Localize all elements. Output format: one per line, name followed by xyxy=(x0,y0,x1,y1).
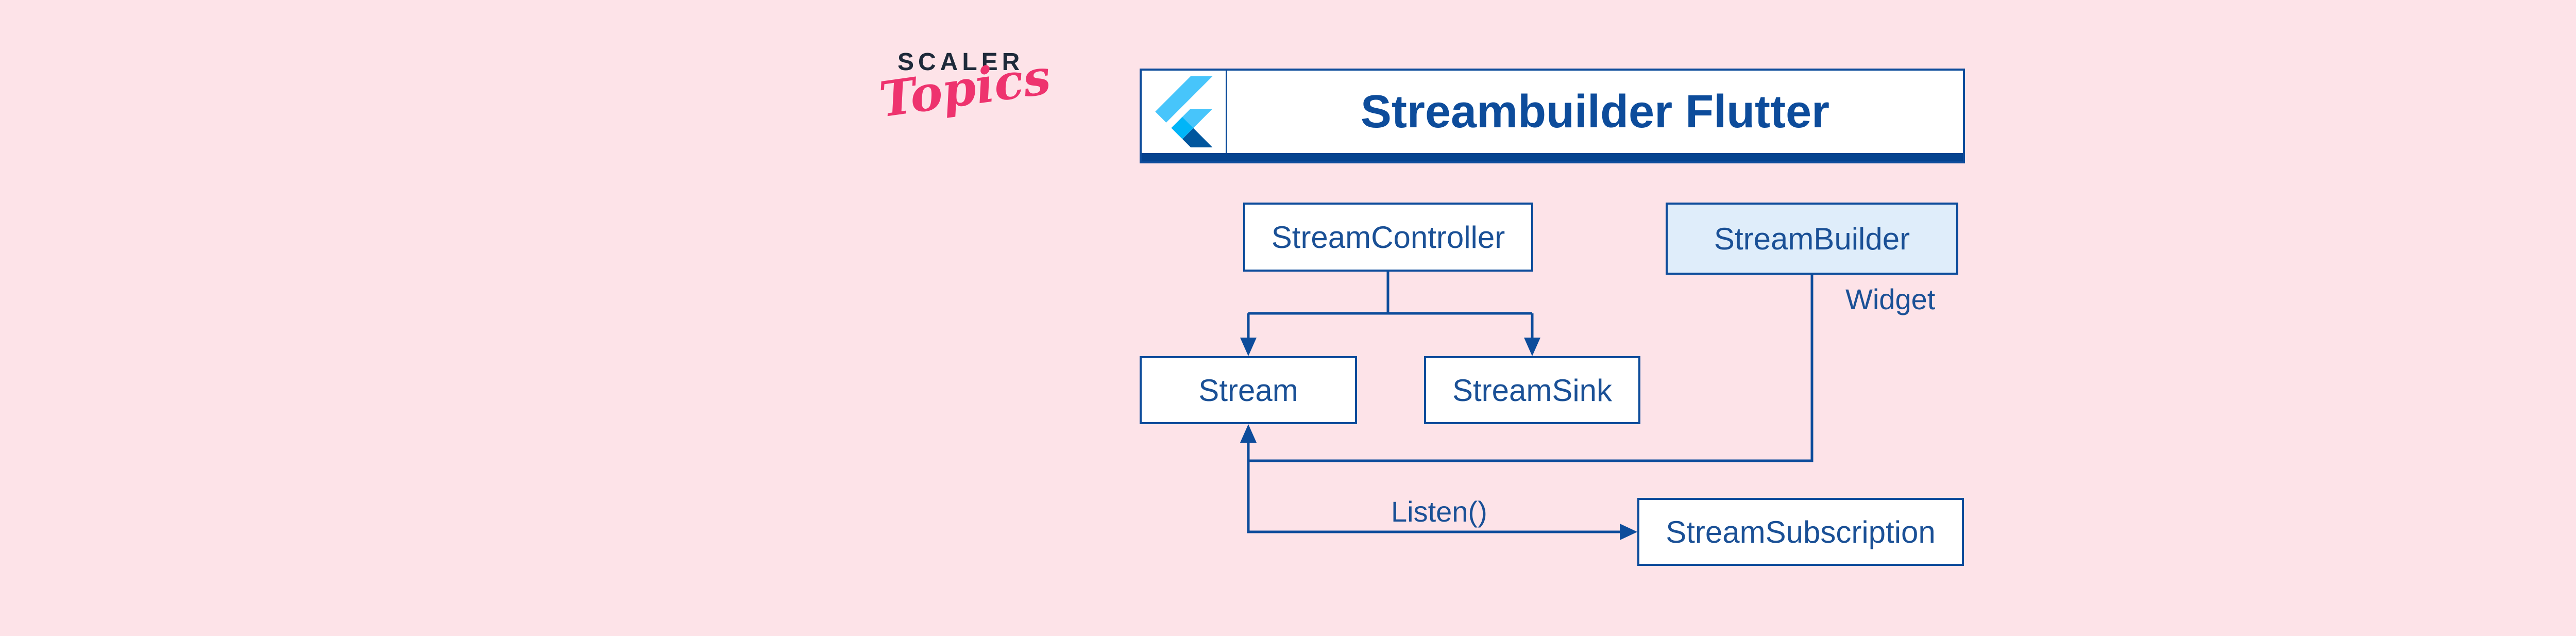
title-cell: Streambuilder Flutter xyxy=(1227,71,1963,153)
controller-branch-line xyxy=(1247,272,1534,341)
node-label: StreamBuilder xyxy=(1714,221,1910,256)
node-stream-subscription: StreamSubscription xyxy=(1637,498,1964,566)
node-label: StreamController xyxy=(1271,220,1505,255)
node-stream: Stream xyxy=(1140,356,1357,424)
title-banner-row: Streambuilder Flutter xyxy=(1142,71,1963,153)
node-stream-builder: StreamBuilder xyxy=(1666,203,1958,275)
node-label: StreamSubscription xyxy=(1666,514,1936,549)
title-banner: Streambuilder Flutter xyxy=(1140,69,1965,163)
widget-annotation: Widget xyxy=(1845,283,1936,315)
page-title: Streambuilder Flutter xyxy=(1360,86,1830,138)
arrowhead-right-subscription-icon xyxy=(1620,524,1637,540)
title-banner-underline xyxy=(1142,153,1963,161)
node-label: StreamSink xyxy=(1452,373,1613,408)
scaler-wordmark: SCALER xyxy=(897,48,1024,76)
node-stream-sink: StreamSink xyxy=(1424,356,1640,424)
listen-annotation: Listen() xyxy=(1391,495,1487,528)
builder-listen-line xyxy=(1247,275,1814,533)
flutter-logo-cell xyxy=(1142,71,1227,153)
flutter-logo-icon xyxy=(1155,76,1212,147)
node-stream-controller: StreamController xyxy=(1243,203,1533,272)
arrowhead-up-stream-icon xyxy=(1240,424,1257,443)
node-label: Stream xyxy=(1198,373,1298,408)
arrowhead-down-stream-icon xyxy=(1240,338,1257,356)
arrowhead-down-streamsink-icon xyxy=(1524,338,1540,356)
